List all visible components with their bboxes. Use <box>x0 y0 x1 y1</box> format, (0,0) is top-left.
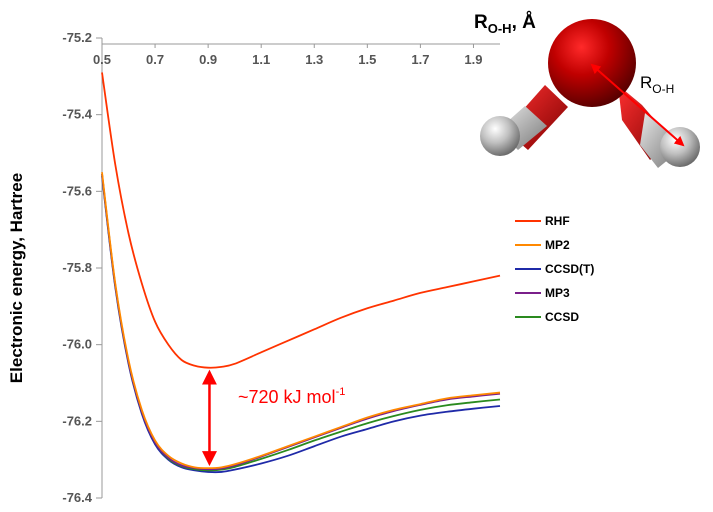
energy-gap-annotation: ~720 kJ mol-1 <box>238 386 345 407</box>
x-tick-label: 1.9 <box>464 52 482 67</box>
x-tick-label: 0.7 <box>146 52 164 67</box>
legend-label: CCSD(T) <box>545 262 594 276</box>
hydrogen-atom-right <box>660 127 700 167</box>
energy-gap-annotation-text: ~720 kJ mol <box>238 387 336 407</box>
energy-gap-annotation-sup: -1 <box>336 386 346 398</box>
molecule-title-sub: O-H <box>488 21 512 36</box>
y-axis-label: Electronic energy, Hartree <box>7 173 26 383</box>
series-line-rhf <box>101 72 501 369</box>
hydrogen-atom-left <box>480 116 520 156</box>
series-line-ccsd <box>101 173 501 472</box>
legend-label: RHF <box>545 214 570 228</box>
series-line-mp2 <box>101 172 501 470</box>
molecule-title-main: R <box>474 12 488 33</box>
y-axis-ticks: -75.2 -75.4 -75.6 -75.8 -76.0 -76.2 -76.4 <box>62 30 102 505</box>
y-tick-label: -76.0 <box>62 337 92 352</box>
x-tick-label: 1.3 <box>305 52 323 67</box>
water-molecule-inset: RO-H, Å RO-H <box>474 12 700 168</box>
x-tick-label: 0.9 <box>199 52 217 67</box>
y-tick-label: -76.4 <box>62 490 92 505</box>
legend-label: MP2 <box>545 238 570 252</box>
molecule-title: RO-H, Å <box>474 12 536 36</box>
x-tick-label: 0.5 <box>93 52 111 67</box>
series-line-mp3 <box>101 173 501 471</box>
y-tick-label: -76.2 <box>62 413 92 428</box>
bond-length-label-main: R <box>640 73 652 92</box>
bond-length-arrow <box>590 63 685 147</box>
y-tick-label: -75.6 <box>62 183 92 198</box>
molecule-title-suffix: , Å <box>512 12 537 33</box>
series-line-ccsd-t- <box>101 175 501 474</box>
y-tick-label: -75.8 <box>62 260 92 275</box>
legend-label: MP3 <box>545 286 570 300</box>
bond-length-label: RO-H <box>640 73 674 96</box>
bond-length-label-sub: O-H <box>652 82 674 96</box>
oxygen-atom <box>548 19 636 107</box>
x-axis-ticks: 0.5 0.7 0.9 1.1 1.3 1.5 1.7 1.9 <box>93 44 483 67</box>
y-tick-label: -75.4 <box>62 107 92 122</box>
legend-label: CCSD <box>545 310 579 324</box>
series-lines <box>101 72 501 474</box>
x-tick-label: 1.5 <box>358 52 376 67</box>
y-tick-label: -75.2 <box>62 30 92 45</box>
x-tick-label: 1.1 <box>252 52 270 67</box>
x-tick-label: 1.7 <box>411 52 429 67</box>
